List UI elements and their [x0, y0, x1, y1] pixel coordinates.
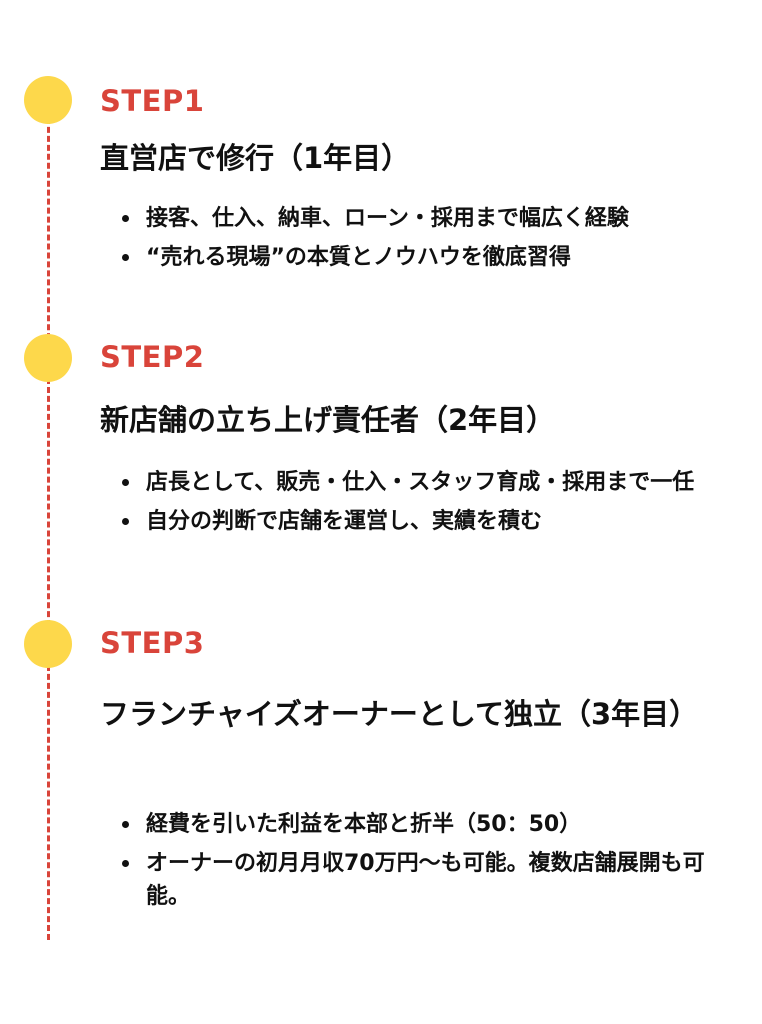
step2-label: STEP2 — [100, 340, 205, 374]
step1-dot — [24, 76, 72, 124]
bullet-text: 接客、仕入、納車、ローン・採用まで幅広く経験 — [146, 206, 629, 231]
list-item: 接客、仕入、納車、ローン・採用まで幅広く経験 — [118, 202, 738, 235]
bullet-text: 自分の判断で店舗を運営し、実績を積む — [146, 509, 543, 534]
bullet-icon — [122, 860, 129, 867]
bullet-text: 店長として、販売・仕入・スタッフ育成・採用まで一任 — [146, 470, 695, 495]
step2-dot — [24, 334, 72, 382]
list-item: 経費を引いた利益を本部と折半（50：50） — [118, 808, 738, 841]
bullet-icon — [122, 518, 129, 525]
step1-label: STEP1 — [100, 84, 205, 118]
step3-title: フランチャイズオーナーとして独立（3年目） — [100, 697, 699, 731]
step1-bullet-list: 接客、仕入、納車、ローン・採用まで幅広く経験 “売れる現場”の本質とノウハウを徹… — [118, 202, 738, 280]
bullet-icon — [122, 821, 129, 828]
bullet-text: “売れる現場”の本質とノウハウを徹底習得 — [146, 245, 571, 270]
timeline-line — [47, 100, 50, 940]
step1-title: 直営店で修行（1年目） — [100, 141, 411, 175]
bullet-icon — [122, 215, 129, 222]
bullet-icon — [122, 479, 129, 486]
list-item: 自分の判断で店舗を運営し、実績を積む — [118, 505, 738, 538]
step3-label: STEP3 — [100, 626, 205, 660]
list-item: オーナーの初月月収70万円〜も可能。複数店舗展開も可能。 — [118, 847, 738, 913]
step2-bullet-list: 店長として、販売・仕入・スタッフ育成・採用まで一任 自分の判断で店舗を運営し、実… — [118, 466, 738, 544]
list-item: “売れる現場”の本質とノウハウを徹底習得 — [118, 241, 738, 274]
bullet-text: 経費を引いた利益を本部と折半（50：50） — [146, 812, 582, 837]
bullet-text: オーナーの初月月収70万円〜も可能。複数店舗展開も可能。 — [146, 851, 705, 909]
step3-bullet-list: 経費を引いた利益を本部と折半（50：50） オーナーの初月月収70万円〜も可能。… — [118, 808, 738, 919]
step2-title: 新店舗の立ち上げ責任者（2年目） — [100, 403, 556, 437]
step3-dot — [24, 620, 72, 668]
bullet-icon — [122, 254, 129, 261]
list-item: 店長として、販売・仕入・スタッフ育成・採用まで一任 — [118, 466, 738, 499]
